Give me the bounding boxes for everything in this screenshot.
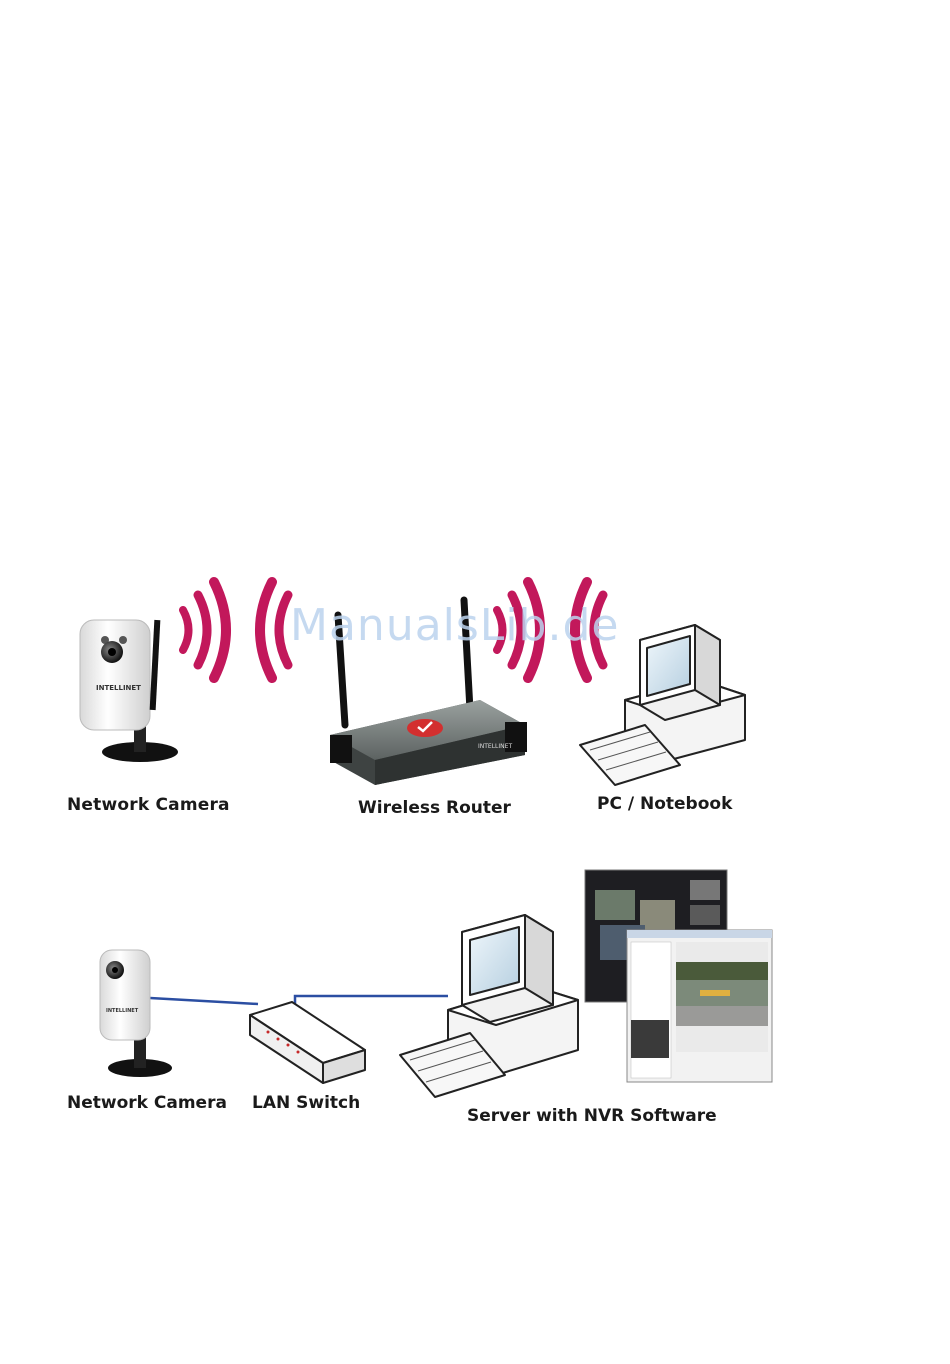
label-network-camera-wireless: Network Camera [67,795,230,815]
camera-brand-text: INTELLINET [106,1008,139,1014]
label-network-camera-wired: Network Camera [67,1093,227,1113]
camera-brand-text: INTELLINET [96,684,141,692]
watermark: ManualsLib.de [290,600,619,651]
nvr-software-screenshot [585,870,772,1082]
label-server-nvr: Server with NVR Software [467,1106,717,1126]
label-pc-notebook: PC / Notebook [597,794,733,814]
server-pc-icon [400,915,578,1097]
wireless-signal-icon [183,582,288,678]
router-brand-text: INTELLINET [478,743,512,750]
label-wireless-router: Wireless Router [358,798,512,818]
network-camera-icon: INTELLINET [100,950,172,1077]
lan-switch-icon [250,1002,365,1083]
network-camera-icon: INTELLINET [80,620,178,762]
label-lan-switch: LAN Switch [252,1093,360,1113]
